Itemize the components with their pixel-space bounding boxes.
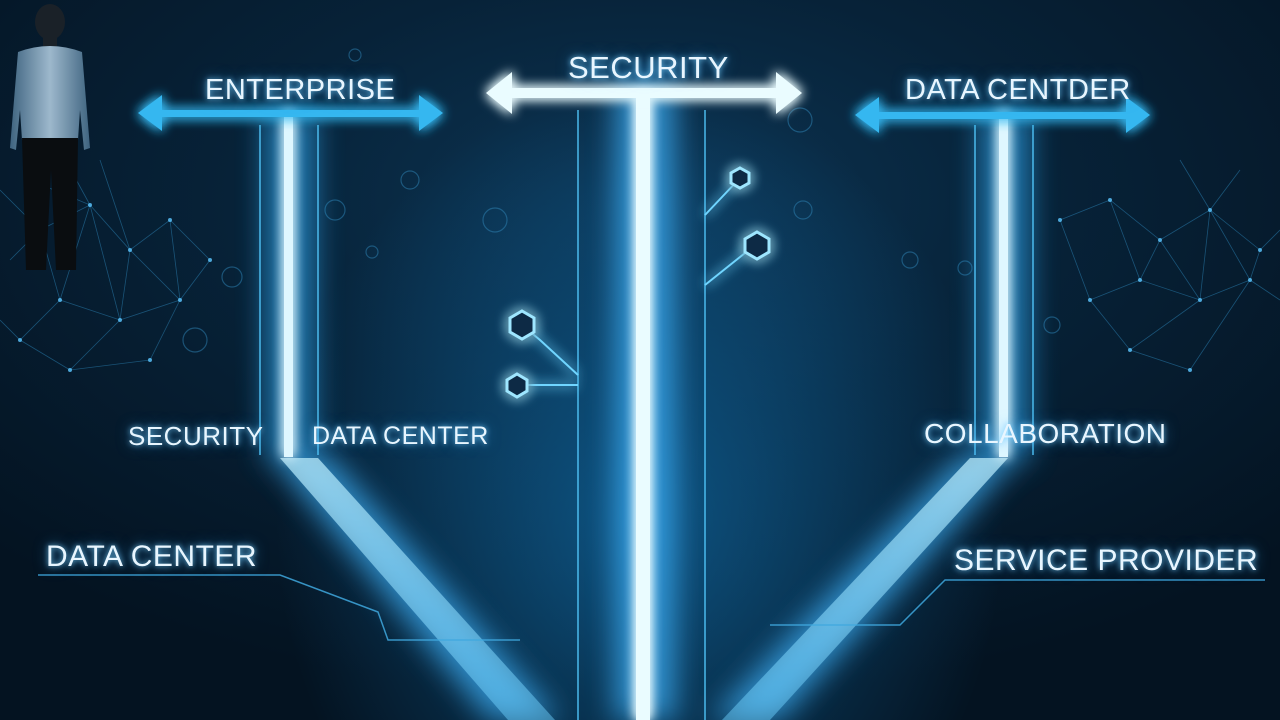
mesh-nodes-left — [18, 203, 212, 372]
network-mesh-right — [1059, 159, 1280, 371]
mesh-nodes-right — [1058, 198, 1262, 372]
callout-lines — [38, 574, 1265, 641]
arrow-right-icon — [855, 97, 1150, 133]
pillar-edges — [259, 110, 1034, 720]
label-service-provider: SERVICE PROVIDER — [954, 544, 1259, 577]
label-security-mid: SECURITY — [128, 421, 264, 451]
network-node-icon — [505, 166, 771, 399]
label-data-center-mid: DATA CENTER — [312, 422, 489, 450]
arrow-center-icon — [486, 72, 802, 114]
floating-circles — [182, 48, 1061, 353]
diagonal-beam-left — [280, 458, 555, 720]
label-collaboration: COLLABORATION — [924, 418, 1167, 449]
label-security-top: SECURITY — [568, 50, 729, 85]
label-data-center-low: DATA CENTER — [46, 540, 258, 573]
beam-cores — [284, 95, 1008, 720]
label-data-center-top: DATA CENTDER — [905, 74, 1131, 106]
person-silhouette — [10, 4, 90, 270]
arrow-bars — [138, 72, 1150, 133]
diagonal-beam-right — [722, 458, 1008, 720]
arrow-left-icon — [138, 95, 443, 131]
label-enterprise: ENTERPRISE — [205, 74, 396, 106]
